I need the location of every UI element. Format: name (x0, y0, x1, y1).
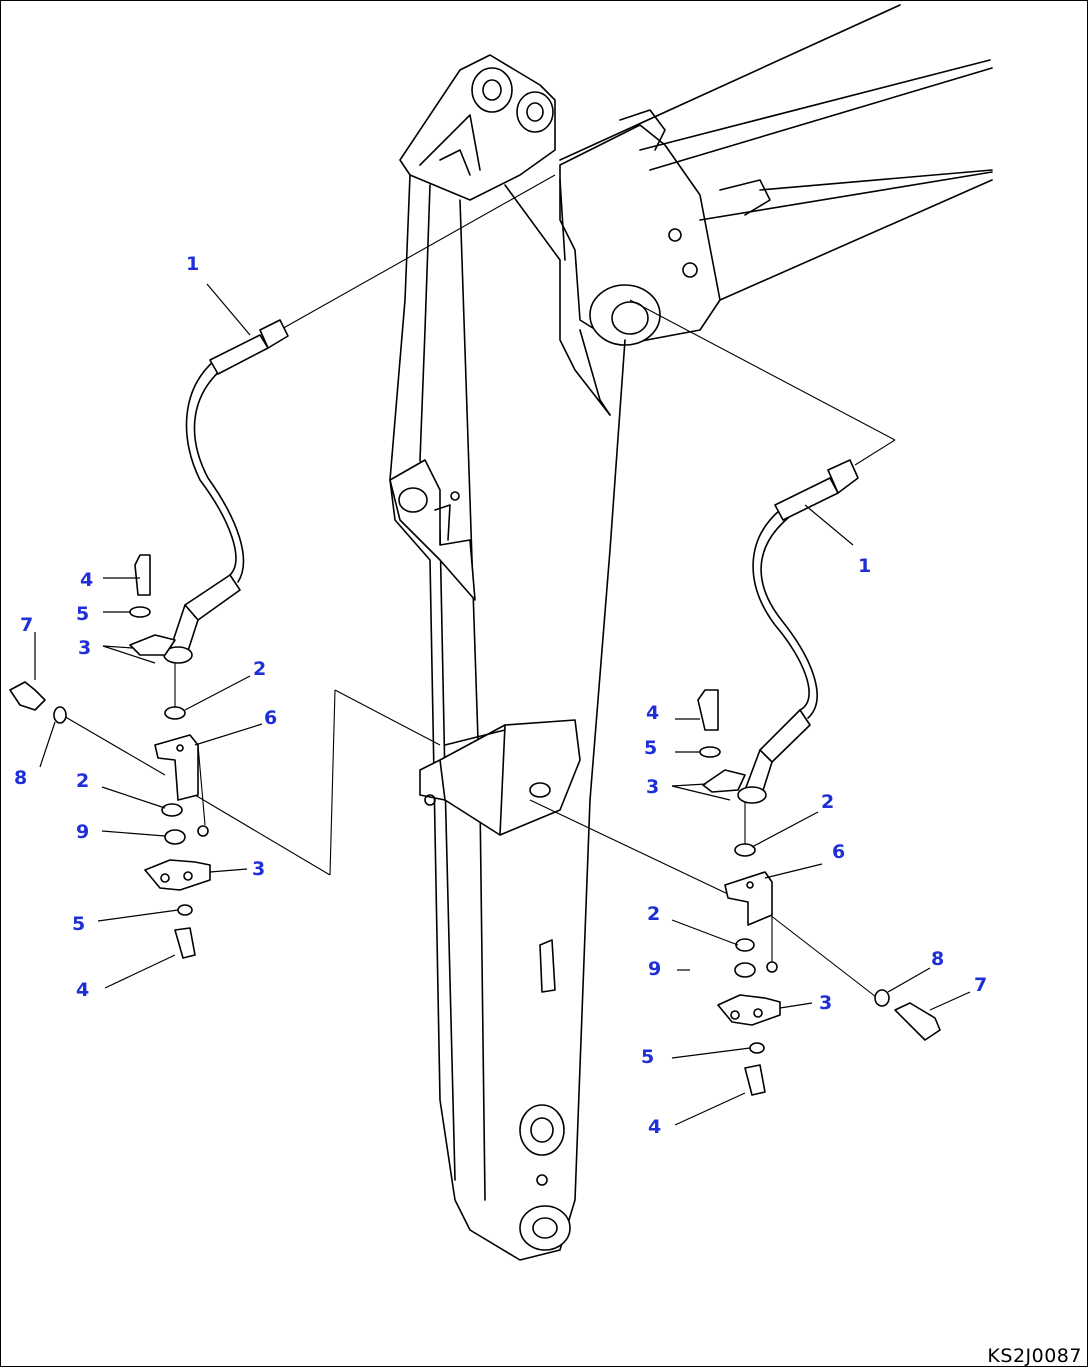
callout-right-plug: 9 (648, 958, 661, 980)
callout-left-flange-top: 3 (78, 637, 91, 659)
callout-left-bolt-top: 4 (80, 569, 93, 591)
callout-left-mount-bolt: 7 (20, 614, 33, 636)
callout-left-oring-bottom: 2 (76, 770, 89, 792)
callout-left-block: 6 (264, 707, 277, 729)
callout-left-washer-top: 5 (76, 603, 89, 625)
callout-right-bolt-bottom: 4 (648, 1116, 661, 1138)
callout-left-hose: 1 (186, 253, 199, 275)
arm-body (389, 54, 626, 1261)
callout-left-plug: 9 (76, 821, 89, 843)
callout-left-bolt-bottom: 4 (76, 979, 89, 1001)
callout-right-flange-bottom: 3 (819, 992, 832, 1014)
callout-right-oring-top: 2 (821, 791, 834, 813)
callout-right-washer-bottom: 5 (641, 1046, 654, 1068)
callout-right-flange-top: 3 (646, 776, 659, 798)
callout-right-mount-bolt: 7 (974, 974, 987, 996)
callout-left-mount-washer: 8 (14, 767, 27, 789)
callout-right-oring-bottom: 2 (647, 903, 660, 925)
callout-left-washer-bottom: 5 (72, 913, 85, 935)
callout-left-flange-bottom: 3 (252, 858, 265, 880)
reference-lines (61, 174, 896, 1001)
callout-labels: 1 1 4 5 3 2 6 7 8 2 9 3 5 4 4 5 3 2 6 2 … (14, 253, 987, 1138)
callout-right-bolt-top: 4 (646, 702, 659, 724)
callout-right-mount-washer: 8 (931, 948, 944, 970)
drawing-id-label: KS2J0087 (987, 1345, 1082, 1367)
boom-section (559, 4, 993, 346)
callout-right-block: 6 (832, 841, 845, 863)
right-hose-assembly (697, 459, 941, 1096)
leader-lines (34, 283, 971, 1126)
left-hose-assembly (9, 319, 289, 959)
callout-right-washer-top: 5 (644, 737, 657, 759)
callout-left-oring-top: 2 (253, 658, 266, 680)
callout-right-hose: 1 (858, 555, 871, 577)
